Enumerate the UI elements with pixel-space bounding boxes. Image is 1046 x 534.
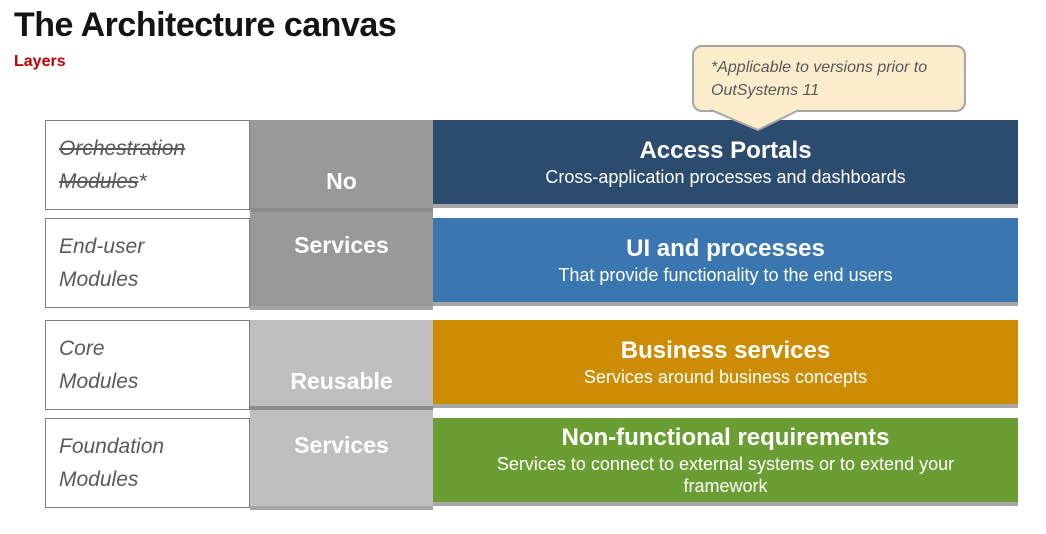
- module-cell-end-user: End-user Modules: [45, 218, 250, 308]
- layer-subtitle: That provide functionality to the end us…: [558, 265, 893, 285]
- module-cell-foundation: Foundation Modules: [45, 418, 250, 508]
- layer-row-access-portals: Access Portals Cross-application process…: [433, 120, 1018, 208]
- page-subtitle: Layers: [14, 53, 66, 70]
- layer-title: Access Portals: [639, 137, 812, 164]
- module-line: Modules: [59, 268, 139, 291]
- module-line: Orchestration: [59, 137, 186, 160]
- layer-subtitle: Cross-application processes and dashboar…: [545, 167, 906, 187]
- service-line: Services: [294, 232, 389, 258]
- layer-row-ui-and-processes: UI and processes That provide functional…: [433, 218, 1018, 306]
- callout-line-1: *Applicable to versions prior to: [711, 59, 928, 76]
- service-line: Reusable: [290, 368, 393, 394]
- layer-title: Business services: [620, 337, 831, 364]
- module-line: Modules: [59, 370, 139, 393]
- callout-line-2: OutSystems 11: [711, 82, 820, 99]
- layer-subtitle: Services around business concepts: [583, 367, 868, 387]
- layer-row-non-functional-requirements: Non-functional requirements Services to …: [433, 418, 1018, 506]
- annotation-callout: *Applicable to versions prior to OutSyst…: [692, 45, 966, 112]
- row-shadow: [250, 208, 433, 212]
- service-line: Services: [294, 432, 389, 458]
- row-shadow: [250, 406, 433, 410]
- page-title: The Architecture canvas: [14, 6, 397, 44]
- layer-subtitle: Services to connect to external systems …: [496, 454, 955, 496]
- module-line: End-user: [59, 235, 145, 258]
- module-line: Modules: [59, 468, 139, 491]
- module-line: Core: [59, 337, 105, 360]
- module-line: Modules*: [59, 170, 147, 193]
- layer-row-business-services: Business services Services around busine…: [433, 320, 1018, 408]
- service-block-reusable-services: Reusable Services: [250, 320, 433, 510]
- footnote-asterisk: *: [138, 170, 147, 193]
- module-line: Foundation: [59, 435, 165, 458]
- service-line: No: [326, 168, 357, 194]
- callout-tail: [710, 109, 800, 132]
- layer-title: UI and processes: [626, 235, 825, 262]
- layer-title: Non-functional requirements: [561, 424, 890, 451]
- module-cell-orchestration: Orchestration Modules*: [45, 120, 250, 210]
- service-block-no-services: No Services: [250, 120, 433, 310]
- module-cell-core: Core Modules: [45, 320, 250, 410]
